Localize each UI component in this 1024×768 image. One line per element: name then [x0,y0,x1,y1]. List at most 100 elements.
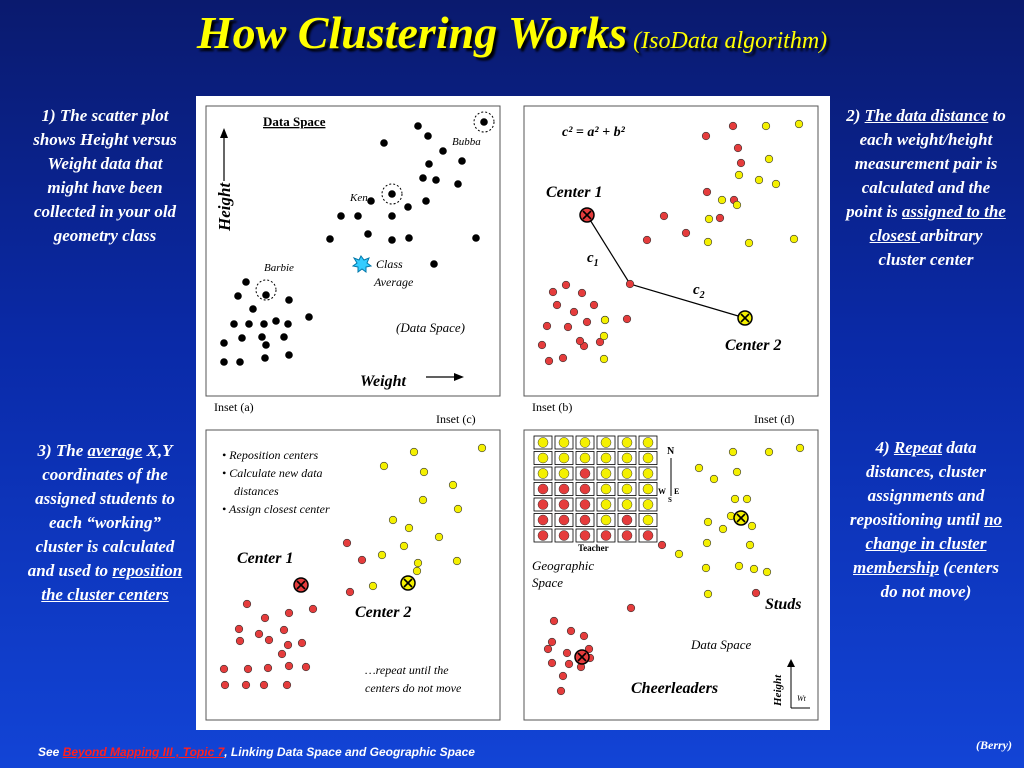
red-point [254,629,264,639]
step-4-part: 4) [875,438,894,457]
measured-point [625,279,635,289]
student-face-icon [558,468,570,479]
student-face-icon [579,514,591,526]
yellow-point [694,463,704,473]
data-point [242,278,250,286]
red-point [284,661,294,671]
data-point [424,132,432,140]
student-face-icon [558,483,570,495]
red-point [279,625,289,635]
red-point [702,187,712,197]
red-point [558,671,568,681]
student-face-icon [537,514,549,526]
red-point [537,340,547,350]
red-point [622,314,632,324]
data-point [326,235,334,243]
inset-a: Data Space Height Weight Bubba Ken Barbi… [215,114,481,390]
red-point [342,538,352,548]
red-point [549,616,559,626]
data-point [414,122,422,130]
student-face-icon [642,514,654,526]
data-point [388,190,396,198]
data-point [432,176,440,184]
footer-link[interactable]: Beyond Mapping III , Topic 7 [62,745,225,759]
data-space-header: Data Space [263,114,326,129]
data-point [305,313,313,321]
yellow-point [761,121,771,131]
red-point [589,300,599,310]
yellow-point [434,532,444,542]
inset-d-label: Inset (d) [754,412,794,426]
data-point [422,197,430,205]
red-point [235,636,245,646]
inset-c-frame [205,429,501,721]
student-face-icon [558,437,570,448]
yellow-point [419,467,429,477]
weight-axis-label: Weight [360,373,406,390]
yellow-point [377,550,387,560]
step-2-part: The data distance [864,106,989,125]
red-point [263,663,273,673]
step-4-text: 4) Repeat data distances, cluster assign… [846,436,1006,604]
step-3-part: reposition the cluster centers [41,561,183,604]
red-point [220,680,230,690]
figure-svg: Inset (a) Inset (c) Inset (b) Inset (d) … [205,105,819,721]
yellow-point [379,461,389,471]
center-1-marker-c [293,577,309,593]
red-point [308,604,318,614]
red-point [260,613,270,623]
barbie-highlight [255,279,277,301]
red-point [575,336,585,346]
yellow-point [453,504,463,514]
red-point [564,659,574,669]
step-4-part: no change in cluster membership [853,510,1003,577]
yellow-point [749,564,759,574]
red-point [642,235,652,245]
yellow-point [745,540,755,550]
red-point [562,648,572,658]
yellow-point [674,549,684,559]
student-face-icon [537,468,549,479]
wt-mini-label: Wt [797,694,807,703]
height-mini-axis-label: Height [772,674,784,707]
yellow-point [452,556,462,566]
center-1-marker [579,207,595,223]
bullet-2b: distances [234,484,279,498]
ken-label: Ken [349,192,368,204]
red-point [556,686,566,696]
bubba-label: Bubba [452,136,481,148]
red-point [657,540,667,550]
red-point [297,638,307,648]
red-point [701,131,711,141]
data-space-caption: (Data Space) [396,320,465,335]
yellow-point [742,494,752,504]
c1-label: c1 [587,250,599,269]
red-point [566,626,576,636]
compass-s: S [668,496,672,504]
yellow-point [747,521,757,531]
data-point [234,292,242,300]
red-point [728,121,738,131]
compass-w: W [658,487,666,496]
yellow-point [413,558,423,568]
yellow-point [409,447,419,457]
scatter-marks [219,111,805,696]
yellow-point [764,154,774,164]
geographic-label-1: Geographic [532,558,594,573]
step-2-part: assigned to the closest [869,202,1006,245]
student-face-icon [642,452,654,464]
student-face-icon [621,499,633,510]
data-point [380,139,388,147]
red-point [283,640,293,650]
data-point [405,234,413,242]
student-face-icon [579,499,591,510]
red-point [241,680,251,690]
footer-note: See Beyond Mapping III , Topic 7, Linkin… [38,745,475,759]
step-3-text: 3) The average X,Y coordinates of the as… [26,439,184,607]
student-face-icon [537,530,549,541]
data-point [425,160,433,168]
data-point [260,320,268,328]
bullet-3: • Assign closest center [222,502,330,516]
slide-title: How Clustering Works(IsoData algorithm) [0,6,1024,59]
red-point [582,317,592,327]
